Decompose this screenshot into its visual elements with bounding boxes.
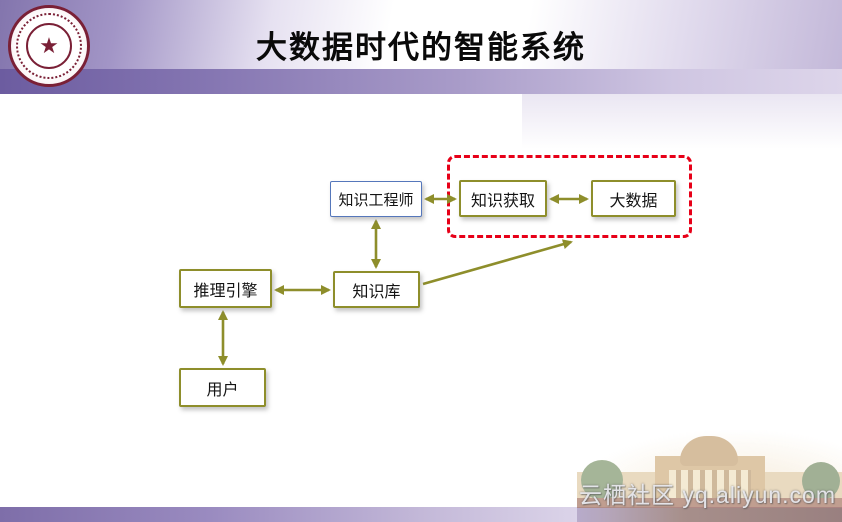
node-knowledge-acquisition: 知识获取 — [459, 180, 547, 217]
slide-title: 大数据时代的智能系统 — [256, 30, 586, 65]
building-base — [577, 498, 842, 508]
building-dome — [680, 436, 738, 466]
watermark: 云栖社区 yq.aliyun.com — [578, 482, 836, 508]
seal-dotted-ring — [16, 13, 82, 79]
node-user: 用户 — [179, 368, 266, 407]
header-purple-strip — [0, 69, 842, 94]
tree-left — [581, 460, 623, 500]
slide-header: 大数据时代的智能系统 — [0, 0, 842, 94]
node-label: 大数据 — [609, 192, 658, 210]
tree-right — [802, 462, 840, 500]
building-columns — [669, 470, 751, 498]
node-label: 知识工程师 — [338, 191, 414, 209]
header-shadow-tint — [522, 94, 842, 149]
node-knowledge-base: 知识库 — [333, 271, 420, 308]
node-big-data: 大数据 — [591, 180, 676, 217]
tsinghua-university-seal-logo: ★ — [8, 5, 90, 87]
node-label: 推理引擎 — [193, 282, 258, 300]
seal-star-icon: ★ — [39, 33, 59, 58]
node-label: 知识获取 — [470, 192, 535, 210]
building-ground — [577, 508, 842, 522]
seal-inner-ring: ★ — [26, 23, 72, 69]
campus-building-photo — [577, 430, 842, 522]
node-label: 用户 — [206, 381, 239, 399]
node-knowledge-engineer: 知识工程师 — [330, 181, 422, 217]
arrow-knowledgebase-bigdata-group — [422, 239, 573, 286]
node-label: 知识库 — [352, 283, 401, 301]
node-inference-engine: 推理引擎 — [179, 269, 272, 308]
